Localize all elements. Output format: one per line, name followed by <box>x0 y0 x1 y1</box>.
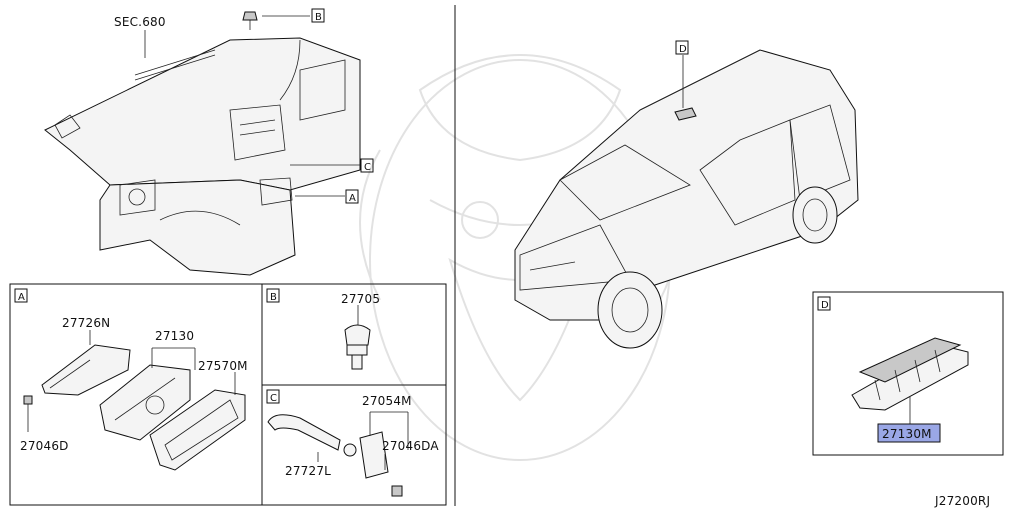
panel-c-tag-box <box>266 389 280 404</box>
part-27705-drawing <box>344 324 371 346</box>
map-lamp-location <box>674 107 697 121</box>
panel-b-tag-box <box>266 288 280 303</box>
callout-a-box <box>345 189 359 204</box>
part-27570m-drawing <box>149 389 246 471</box>
panel-b-tag: B <box>270 292 277 303</box>
panel-c-tag: C <box>270 393 277 404</box>
panel-d-frame <box>812 291 1004 456</box>
sec-reference-label: SEC.680 <box>114 15 166 29</box>
callout-b-label: B <box>315 12 322 23</box>
panel-d-tag-box <box>817 296 831 311</box>
part-27727l-drawing <box>267 414 341 451</box>
diagram-code: J27200RJ <box>934 494 990 508</box>
part-27726n-drawing <box>41 344 131 396</box>
callout-c-label: C <box>364 162 371 173</box>
dashboard-illustration <box>44 11 361 276</box>
panel-b-part-27705: 27705 <box>341 292 380 306</box>
callout-c-box <box>360 158 374 173</box>
part-27054m-drawing <box>359 431 389 479</box>
panel-a-part-27726n: 27726N <box>62 316 110 330</box>
panel-d-part-highlight <box>877 423 941 443</box>
callout-d-label: D <box>679 44 687 55</box>
callout-b-box <box>311 8 325 23</box>
panel-a-part-27570m: 27570M <box>198 359 248 373</box>
panel-d: D 27130M <box>812 291 1004 456</box>
panel-a-part-27130: 27130 <box>155 329 194 343</box>
part-27046d-drawing <box>23 395 33 405</box>
callout-d-box <box>675 40 689 55</box>
vehicle-illustration <box>514 49 859 349</box>
panel-a-part-27046d: 27046D <box>20 439 69 453</box>
panel-c-part-27054m: 27054M <box>362 394 412 408</box>
panel-d-part-27130m: 27130M <box>882 427 932 441</box>
inset-panels-frame <box>9 283 447 506</box>
panel-c: C 27054M 27046DA 27727L <box>266 389 439 497</box>
panel-a-tag-box <box>14 288 28 303</box>
panel-a: A 27726N 27130 27570M 27046D <box>14 288 248 471</box>
callout-a-label: A <box>349 193 356 204</box>
panel-d-tag: D <box>821 300 829 311</box>
panel-c-part-27727l: 27727L <box>285 464 331 478</box>
panel-b: B 27705 <box>266 288 380 370</box>
part-27130-drawing <box>99 364 191 441</box>
part-27046da-drawing <box>391 485 403 497</box>
panel-c-part-27046da: 27046DA <box>382 439 439 453</box>
panel-a-tag: A <box>18 292 25 303</box>
